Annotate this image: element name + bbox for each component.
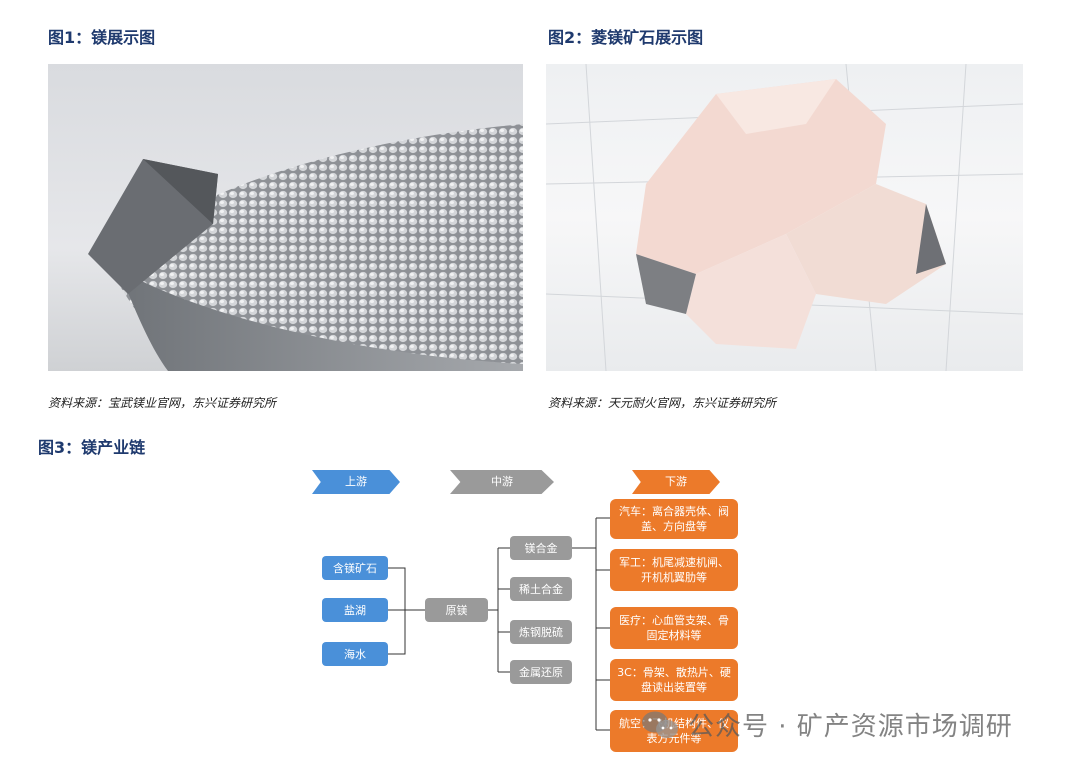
stage-downstream: 下游	[632, 470, 720, 494]
figure2-title: 图2：菱镁矿石展示图	[548, 28, 704, 47]
downstream-node: 军工：机尾减速机闸、开机机翼肋等	[610, 549, 738, 591]
stage-upstream: 上游	[312, 470, 400, 494]
downstream-node: 汽车：离合器壳体、阀盖、方向盘等	[610, 499, 738, 539]
upstream-node: 盐湖	[322, 598, 388, 622]
midstream-node: 稀土合金	[510, 577, 572, 601]
midstream-node: 炼钢脱硫	[510, 620, 572, 644]
midstream-node: 镁合金	[510, 536, 572, 560]
figure3-title: 图3：镁产业链	[38, 438, 146, 457]
figure1-title: 图1：镁展示图	[48, 28, 156, 47]
magnesium-ingot-illustration	[88, 124, 523, 371]
wechat-icon	[642, 711, 678, 738]
magnesite-rock-illustration	[546, 64, 1023, 371]
upstream-node: 海水	[322, 642, 388, 666]
magnesium-photo	[48, 64, 523, 371]
downstream-node: 3C：骨架、散热片、硬盘读出装置等	[610, 659, 738, 701]
watermark-text: 公众号 · 矿产资源市场调研	[688, 712, 1013, 742]
stage-midstream: 中游	[450, 470, 554, 494]
midstream-node: 金属还原	[510, 660, 572, 684]
watermark: 公众号 · 矿产资源市场调研	[640, 706, 1013, 743]
figure2-source: 资料来源：天元耐火官网，东兴证券研究所	[548, 396, 777, 410]
upstream-node: 含镁矿石	[322, 556, 388, 580]
downstream-node: 医疗：心血管支架、骨固定材料等	[610, 607, 738, 649]
hub-node: 原镁	[425, 598, 488, 622]
magnesite-photo	[546, 64, 1023, 371]
figure1-source: 资料来源：宝武镁业官网，东兴证券研究所	[48, 396, 277, 410]
